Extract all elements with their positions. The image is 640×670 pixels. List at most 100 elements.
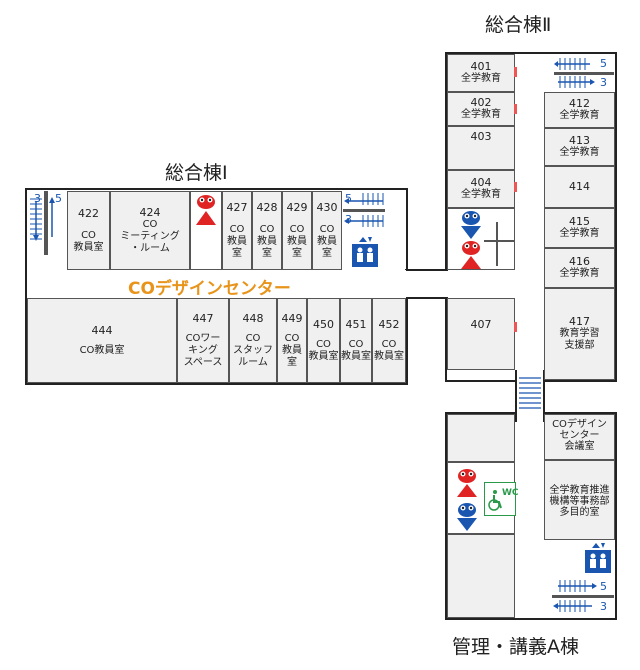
co-design-center-label: COデザインセンター <box>128 279 291 299</box>
room-label: COワー キング スペース <box>183 332 223 368</box>
room-450[interactable]: 450 CO 教員室 <box>307 298 340 383</box>
room-407[interactable]: 407 <box>447 298 515 370</box>
room-number: 447 <box>192 311 214 325</box>
stairs-icon <box>552 580 614 612</box>
stairs-icon <box>554 58 614 88</box>
room-label: 教育学習 支援部 <box>559 328 600 351</box>
room-label: CO 教員室 <box>287 223 307 259</box>
room-label: 全学教育 <box>559 147 600 158</box>
toilet-block-sogo2 <box>447 208 515 270</box>
room-label: COデザイン センター 会議室 <box>552 419 607 452</box>
door-marker <box>514 67 517 77</box>
room-449[interactable]: 449 CO 教員室 <box>277 298 307 383</box>
room-428[interactable]: 428 CO 教員室 <box>252 191 282 270</box>
room-number: 428 <box>256 200 278 214</box>
room-430[interactable]: 430 CO 教員室 <box>312 191 342 270</box>
room-label: 全学教育 <box>559 228 600 239</box>
room-label: 全学教育推進 機構等事務部 多目的室 <box>549 485 610 518</box>
room-label: CO 教員室 <box>341 338 371 362</box>
room-number: 452 <box>378 317 400 331</box>
stair-floor-number: 5 <box>600 57 607 70</box>
elevator-icon <box>584 542 612 574</box>
door-marker <box>514 182 517 192</box>
room-label: 全学教育 <box>461 109 501 120</box>
room-number: 429 <box>286 200 308 214</box>
room-447[interactable]: 447 COワー キング スペース <box>177 298 229 383</box>
stair-floor-number: 5 <box>345 192 352 205</box>
male-toilet-icon <box>457 503 477 531</box>
door-marker <box>514 322 517 332</box>
stair-floor-number: 3 <box>600 600 607 613</box>
room-404[interactable]: 404 全学教育 <box>447 170 515 208</box>
room-kanri-lower <box>447 534 515 618</box>
room-number: 414 <box>569 180 590 193</box>
stairs-icon <box>519 377 541 409</box>
room-number: 450 <box>313 317 334 331</box>
room-number: 401 <box>470 60 492 73</box>
room-444[interactable]: 444 CO教員室 <box>27 298 177 383</box>
room-422[interactable]: 422 CO 教員室 <box>67 191 110 270</box>
room-label: CO 教員室 <box>257 223 277 259</box>
room-number: 448 <box>242 311 264 325</box>
room-412[interactable]: 412 全学教育 <box>544 92 615 128</box>
room-label: 全学教育 <box>461 73 501 84</box>
room-number: 402 <box>470 96 492 109</box>
room-number: 422 <box>78 206 99 220</box>
stair-floor-number: 5 <box>600 580 607 593</box>
room-co-meeting[interactable]: COデザイン センター 会議室 <box>544 414 615 460</box>
room-415[interactable]: 415 全学教育 <box>544 208 615 248</box>
room-kanri-storage <box>447 414 515 462</box>
building-label-kanri: 管理・講義A棟 <box>452 636 579 658</box>
room-label: 全学教育 <box>461 189 501 200</box>
door-marker <box>514 104 517 114</box>
room-402[interactable]: 402 全学教育 <box>447 92 515 126</box>
room-448[interactable]: 448 CO スタッフ ルーム <box>229 298 277 383</box>
room-413[interactable]: 413 全学教育 <box>544 128 615 166</box>
room-416[interactable]: 416 全学教育 <box>544 248 615 288</box>
partition <box>496 222 498 266</box>
room-417[interactable]: 417 教育学習 支援部 <box>544 288 615 380</box>
room-number: 430 <box>316 200 338 214</box>
stairs-icon <box>343 193 385 227</box>
room-label: CO教員室 <box>79 344 125 356</box>
room-number: 449 <box>281 311 303 325</box>
connector-bridge <box>515 370 545 422</box>
building-label-sogo2: 総合棟Ⅱ <box>485 14 552 36</box>
elevator-icon <box>351 236 379 268</box>
room-424[interactable]: 424 CO ミーティング ・ルーム <box>110 191 190 270</box>
room-label: CO 教員室 <box>227 223 247 259</box>
room-number: 424 <box>139 205 161 219</box>
room-429[interactable]: 429 CO 教員室 <box>282 191 312 270</box>
room-label: CO 教員室 <box>282 332 302 368</box>
room-451[interactable]: 451 CO 教員室 <box>340 298 372 383</box>
room-number: 427 <box>226 200 248 214</box>
room-number: 444 <box>91 323 113 337</box>
room-427[interactable]: 427 CO 教員室 <box>222 191 252 270</box>
sogo1-corridor <box>27 270 406 298</box>
stair-floor-number: 3 <box>345 213 352 226</box>
room-label: 全学教育 <box>559 268 600 279</box>
room-label: 全学教育 <box>559 110 600 121</box>
wheelchair-icon <box>488 490 502 511</box>
room-label: CO スタッフ ルーム <box>233 332 273 368</box>
room-label: CO ミーティング ・ルーム <box>120 218 180 254</box>
female-toilet-icon <box>457 469 477 497</box>
room-401[interactable]: 401 全学教育 <box>447 54 515 92</box>
female-toilet-icon <box>196 195 216 225</box>
room-403[interactable]: 403 <box>447 126 515 170</box>
room-452[interactable]: 452 CO 教員室 <box>372 298 406 383</box>
room-label: CO 教員室 <box>374 338 404 362</box>
room-414[interactable]: 414 <box>544 166 615 208</box>
room-number: 413 <box>569 134 590 147</box>
female-toilet-icon <box>461 241 481 269</box>
stair-floor-number: 5 <box>55 192 62 205</box>
room-number: 403 <box>470 130 492 143</box>
room-number: 407 <box>470 318 492 331</box>
male-toilet-icon <box>461 211 481 239</box>
connector-corridor <box>405 269 448 299</box>
room-multipurpose[interactable]: 全学教育推進 機構等事務部 多目的室 <box>544 460 615 540</box>
accessible-wc: WC <box>484 482 519 516</box>
stairs-icon <box>30 191 55 255</box>
stair-floor-number: 3 <box>600 76 607 89</box>
room-label: CO 教員室 <box>317 223 337 259</box>
